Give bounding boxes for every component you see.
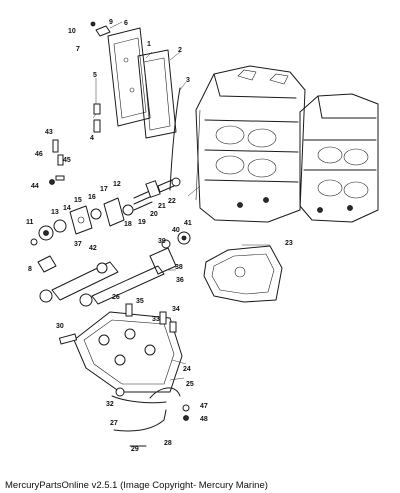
linkage-arms bbox=[39, 231, 191, 307]
callout-38: 38 bbox=[175, 264, 183, 271]
spring-clip bbox=[111, 387, 190, 447]
callout-39: 39 bbox=[158, 238, 166, 245]
callout-15: 15 bbox=[74, 197, 82, 204]
callout-14: 14 bbox=[63, 205, 71, 212]
callout-7: 7 bbox=[76, 46, 80, 53]
callout-40: 40 bbox=[172, 227, 180, 234]
adapter-housing bbox=[58, 303, 183, 393]
callout-24: 24 bbox=[183, 366, 191, 373]
callout-1: 1 bbox=[147, 41, 151, 48]
callout-19: 19 bbox=[138, 219, 146, 226]
callout-46: 46 bbox=[35, 151, 43, 158]
callout-36: 36 bbox=[176, 277, 184, 284]
cover-plate bbox=[107, 27, 151, 127]
left-fasteners bbox=[49, 139, 65, 185]
callout-23: 23 bbox=[285, 240, 293, 247]
callout-41: 41 bbox=[184, 220, 192, 227]
leader-lines bbox=[92, 21, 270, 381]
callout-45: 45 bbox=[63, 157, 71, 164]
callout-42: 42 bbox=[89, 245, 97, 252]
callout-44: 44 bbox=[31, 183, 39, 190]
callout-47: 47 bbox=[200, 403, 208, 410]
callout-labels: 1 2 3 4 5 6 7 8 9 10 11 12 13 14 15 16 1… bbox=[26, 19, 293, 453]
callout-34: 34 bbox=[172, 306, 180, 313]
callout-43: 43 bbox=[45, 129, 53, 136]
callout-6: 6 bbox=[124, 20, 128, 27]
callout-30: 30 bbox=[56, 323, 64, 330]
fitting-studs bbox=[90, 21, 111, 133]
valve-assembly bbox=[30, 177, 181, 273]
callout-29: 29 bbox=[131, 446, 139, 453]
callout-48: 48 bbox=[200, 416, 208, 423]
callout-16: 16 bbox=[88, 194, 96, 201]
callout-4: 4 bbox=[90, 135, 94, 142]
cylinder-block bbox=[195, 65, 306, 223]
callout-27: 27 bbox=[110, 420, 118, 427]
callout-8: 8 bbox=[28, 266, 32, 273]
callout-26: 26 bbox=[112, 294, 120, 301]
callout-28: 28 bbox=[164, 440, 172, 447]
callout-10: 10 bbox=[68, 28, 76, 35]
callout-13: 13 bbox=[51, 209, 59, 216]
callout-17: 17 bbox=[100, 186, 108, 193]
hose bbox=[169, 87, 181, 191]
gasket bbox=[137, 49, 177, 139]
callout-25: 25 bbox=[186, 381, 194, 388]
callout-32: 32 bbox=[106, 401, 114, 408]
plate-gasket bbox=[203, 245, 283, 303]
callout-35: 35 bbox=[136, 298, 144, 305]
callout-21: 21 bbox=[158, 203, 166, 210]
callout-5: 5 bbox=[93, 72, 97, 79]
callout-20: 20 bbox=[150, 211, 158, 218]
callout-11: 11 bbox=[26, 219, 34, 226]
copyright-caption: MercuryPartsOnline v2.5.1 (Image Copyrig… bbox=[5, 480, 268, 491]
callout-33: 33 bbox=[152, 316, 160, 323]
crankcase-cover bbox=[299, 93, 379, 223]
callout-2: 2 bbox=[178, 47, 182, 54]
callout-37: 37 bbox=[74, 241, 82, 248]
callout-22: 22 bbox=[168, 198, 176, 205]
callout-18: 18 bbox=[124, 221, 132, 228]
callout-12: 12 bbox=[113, 181, 121, 188]
callout-9: 9 bbox=[109, 19, 113, 26]
callout-3: 3 bbox=[186, 77, 190, 84]
